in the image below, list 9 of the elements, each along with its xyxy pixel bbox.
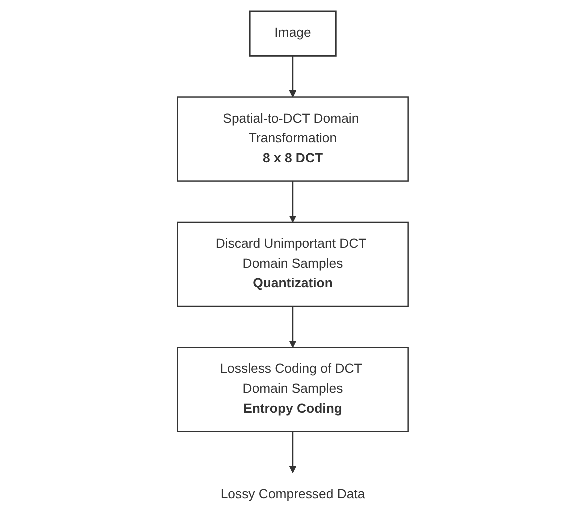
node-box: Image (249, 10, 337, 57)
arrow (289, 306, 297, 348)
node-box: Discard Unimportant DCT Domain Samples Quantization (177, 222, 409, 308)
node-box: Lossless Coding of DCT Domain Samples Entropy Coding (177, 347, 409, 432)
arrow (289, 432, 297, 474)
arrow (289, 56, 297, 98)
arrow (289, 181, 297, 223)
node-box: Spatial-to-DCT Domain Transformation 8 x 8 DCT (177, 96, 409, 182)
node-text: Lossy Compressed Data (220, 488, 366, 502)
